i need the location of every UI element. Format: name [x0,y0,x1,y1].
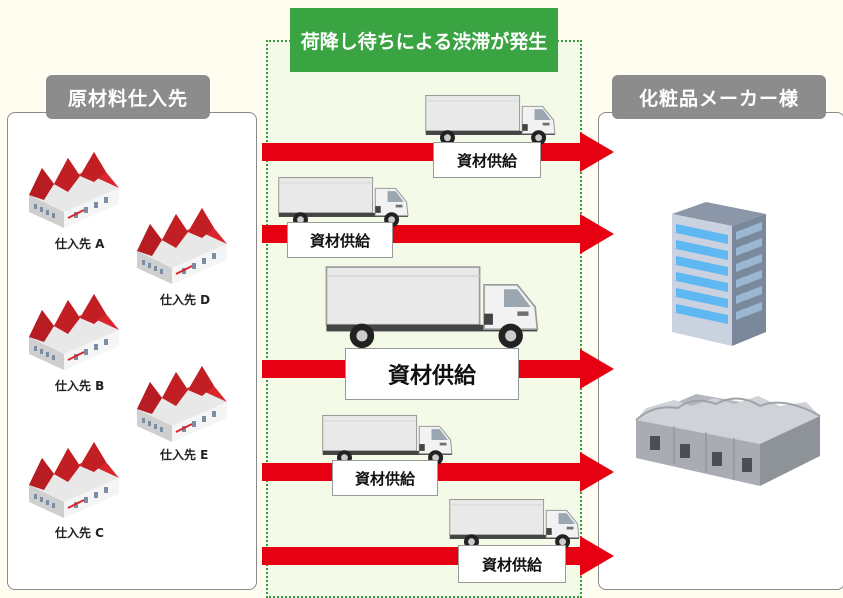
maker-panel-title: 化粧品メーカー様 [612,75,826,119]
factory-icon [24,150,124,230]
delivery-label: 資材供給 [345,348,519,400]
truck-icon [447,496,583,552]
factory-icon [132,206,232,286]
delivery-label: 資材供給 [458,545,566,583]
supplier-panel-title: 原材料仕入先 [46,75,210,119]
delivery-label: 資材供給 [332,460,438,496]
warehouse-icon [635,394,821,486]
factory-icon [24,440,124,520]
office-building-icon [672,202,766,346]
arrow-4 [262,452,614,492]
bottleneck-label: 荷降し待ちによる渋滞が発生 [290,8,558,72]
delivery-label: 資材供給 [433,142,541,178]
supplier-label: 仕入先 E [160,448,209,462]
supplier-label: 仕入先 D [160,293,211,307]
factory-icon [24,292,124,372]
maker-panel [598,112,843,590]
supplier-label: 仕入先 A [55,237,105,251]
supplier-label: 仕入先 C [55,526,104,540]
arrow-2 [262,214,614,254]
delivery-label: 資材供給 [287,222,393,258]
arrow-5 [262,536,614,576]
factory-icon [132,364,232,444]
truck-icon [322,262,544,352]
truck-icon [423,92,559,148]
supplier-label: 仕入先 B [55,379,105,393]
